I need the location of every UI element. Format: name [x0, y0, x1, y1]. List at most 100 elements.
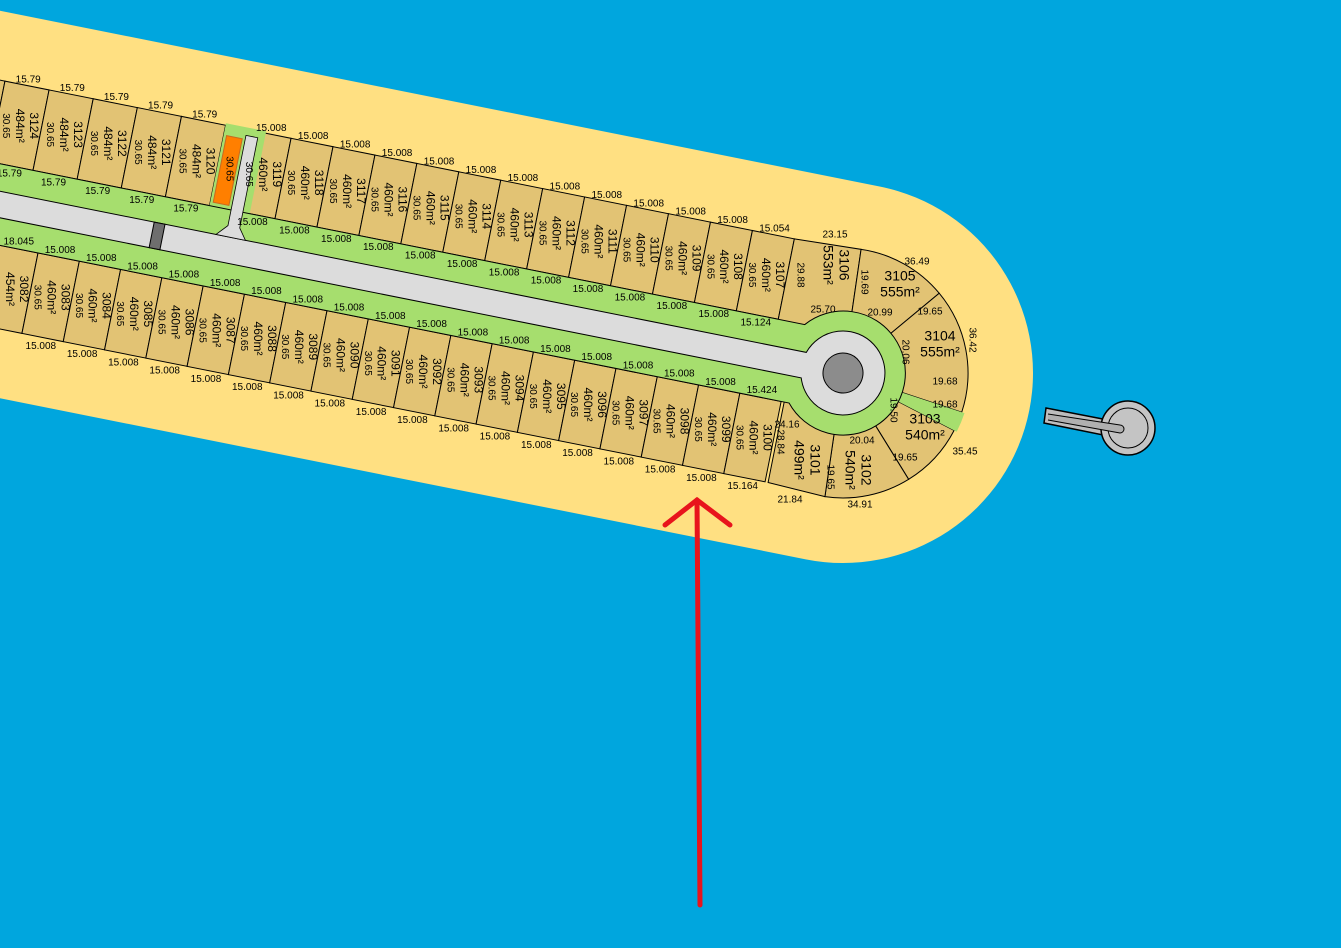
- lot-depth: 30.65: [651, 408, 662, 433]
- lot-depth: 30.65: [444, 367, 455, 392]
- lot-area: 460m²: [292, 330, 306, 364]
- lot-number: 3101: [807, 444, 823, 475]
- lot-rear-width: 15.008: [256, 123, 287, 134]
- park-facility[interactable]: [212, 135, 243, 207]
- lot-area: 460m²: [717, 249, 731, 283]
- lot-area: 460m²: [416, 355, 430, 389]
- lot-area: 460m²: [256, 157, 270, 191]
- lot-depth: 30.65: [327, 179, 338, 204]
- court-dimension: 19.65: [917, 307, 942, 318]
- lot-rear-width: 15.008: [550, 182, 581, 193]
- lot-rear-width: 15.008: [191, 374, 222, 385]
- lot-rear-width: 15.008: [108, 357, 139, 368]
- lot-front-width: 15.008: [705, 377, 736, 388]
- footpath[interactable]: [215, 133, 266, 241]
- lot-rear-width: 15.008: [315, 399, 346, 410]
- road-gate: [148, 221, 166, 251]
- court-dimension: 19.69: [858, 269, 869, 294]
- lot-depth: 30.65: [279, 334, 290, 359]
- lot-front-width: 15.008: [698, 309, 729, 320]
- lot-rear-width: 15.008: [717, 215, 748, 226]
- lot-area: 555m²: [880, 284, 920, 300]
- court-dimension: 19.50: [887, 397, 898, 422]
- lot-rear-width: 15.008: [340, 140, 371, 151]
- lot-rear-width: 15.79: [148, 101, 173, 112]
- court-dimension: 36.42: [966, 327, 977, 352]
- lot-rear-width: 15.008: [633, 198, 664, 209]
- lot-number: 3100: [760, 424, 774, 451]
- lot-area: 460m²: [44, 280, 58, 314]
- lot-depth: 30.65: [578, 229, 589, 254]
- lot-rear-width: 15.008: [686, 473, 717, 484]
- lot-front-width: 15.424: [747, 385, 778, 396]
- court-dimension: 36.49: [904, 257, 929, 268]
- lot-front-width: 15.008: [664, 369, 695, 380]
- lot-rear-width: 15.008: [232, 382, 263, 393]
- lot-depth: 30.65: [536, 220, 547, 245]
- roundabout-island: [822, 352, 864, 394]
- court-dimension: 29.88: [794, 262, 805, 287]
- lot-depth: 30.65: [486, 375, 497, 400]
- lot-depth: 30.65: [411, 195, 422, 220]
- lot-front-width: 15.008: [321, 234, 352, 245]
- lot-depth: 30.65: [495, 212, 506, 237]
- lot-area: 454m²: [3, 272, 17, 306]
- road[interactable]: [0, 97, 892, 423]
- lot-number: 3089: [306, 333, 320, 360]
- lot-rear-width: 15.008: [298, 131, 329, 142]
- lot-depth: 30.65: [114, 301, 125, 326]
- lot-depth: 30.65: [527, 384, 538, 409]
- lot-rear-width: 15.008: [466, 165, 497, 176]
- lot-front-width: 15.008: [169, 270, 200, 281]
- lot-depth: 30.65: [132, 140, 143, 165]
- lot-front-width: 15.008: [375, 311, 406, 322]
- lot-area: 540m²: [905, 427, 945, 443]
- lot-rear-width: 15.008: [508, 173, 539, 184]
- lot-number: 3122: [115, 130, 129, 157]
- court-dimension: 25.70: [810, 305, 835, 316]
- lot-area: 460m²: [298, 166, 312, 200]
- court-dimension: 19.65: [892, 453, 917, 464]
- lot-area: 484m²: [57, 118, 71, 152]
- lot-depth: 30.65: [176, 148, 187, 173]
- lot-front-width: 15.79: [173, 204, 198, 215]
- lot-area: 460m²: [540, 379, 554, 413]
- lot-number: 3106: [836, 249, 852, 280]
- lot-depth: 30.65: [692, 417, 703, 442]
- lot-number: 3083: [58, 284, 72, 311]
- lot-number: 3082: [17, 276, 31, 303]
- lot-depth: 30.65: [620, 237, 631, 262]
- court-dimension: 19.65: [824, 464, 835, 489]
- lot-number: 3120: [203, 148, 217, 175]
- jetty-icon[interactable]: [1043, 400, 1156, 456]
- lot-rear-width: 15.054: [759, 223, 790, 234]
- lot-number: 3115: [438, 195, 452, 221]
- walkway-width: 30.65: [223, 156, 234, 181]
- lot-rear-width: 15.79: [104, 92, 129, 103]
- lot-front-width: 15.79: [85, 186, 110, 197]
- lot-rear-width: 15.008: [149, 366, 180, 377]
- lot-rear-width: 15.008: [26, 341, 57, 352]
- lot-front-width: 15.008: [540, 344, 571, 355]
- lot-area: 460m²: [466, 199, 480, 233]
- lot-area: 460m²: [340, 174, 354, 208]
- lot-rear-width: 15.008: [480, 432, 511, 443]
- lot-number: 3097: [636, 399, 650, 426]
- lot-front-width: 15.008: [210, 278, 241, 289]
